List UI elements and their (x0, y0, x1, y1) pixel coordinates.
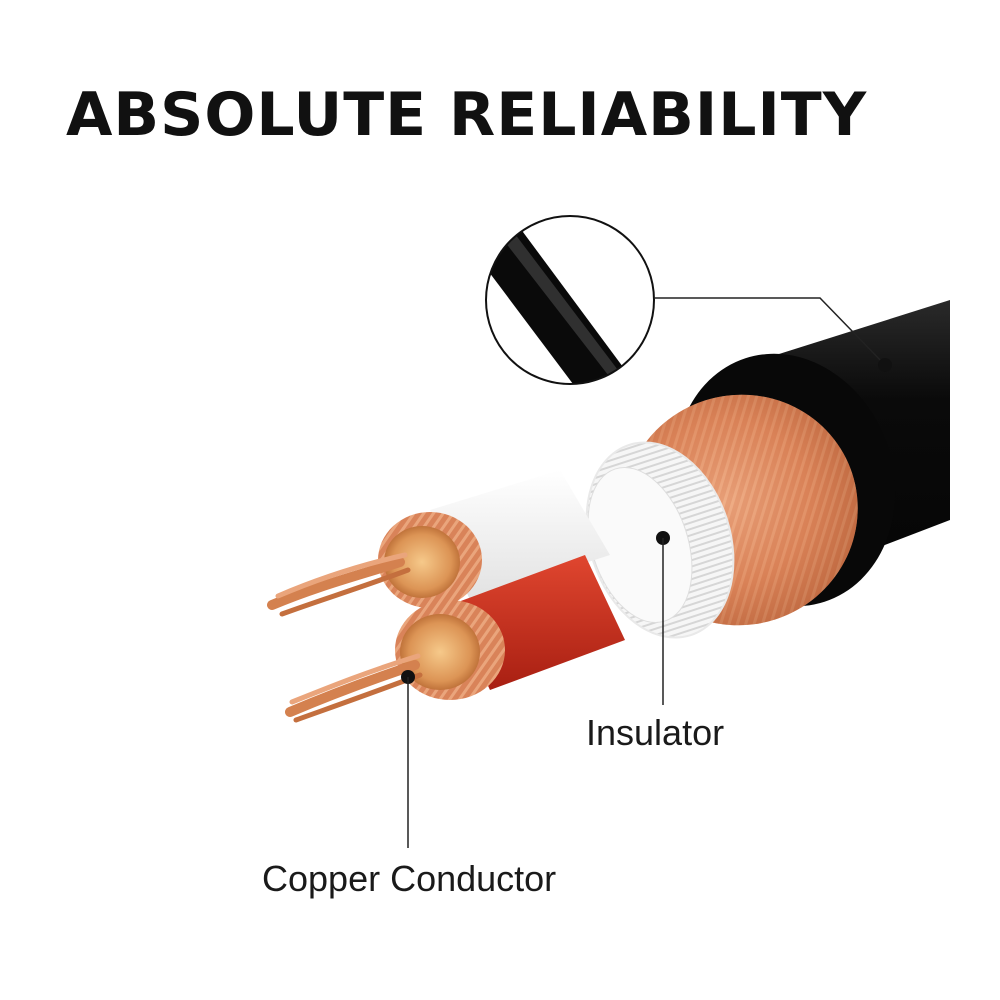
insulator-label: Insulator (586, 712, 725, 753)
white-insulated-wire (267, 470, 610, 617)
page-title: ABSOLUTE RELIABILITY (66, 80, 868, 150)
jacket-magnifier-callout (485, 215, 892, 385)
copper-conductor-label: Copper Conductor (262, 858, 557, 899)
insulator-callout (656, 531, 670, 705)
copper-conductor-callout (401, 670, 415, 848)
